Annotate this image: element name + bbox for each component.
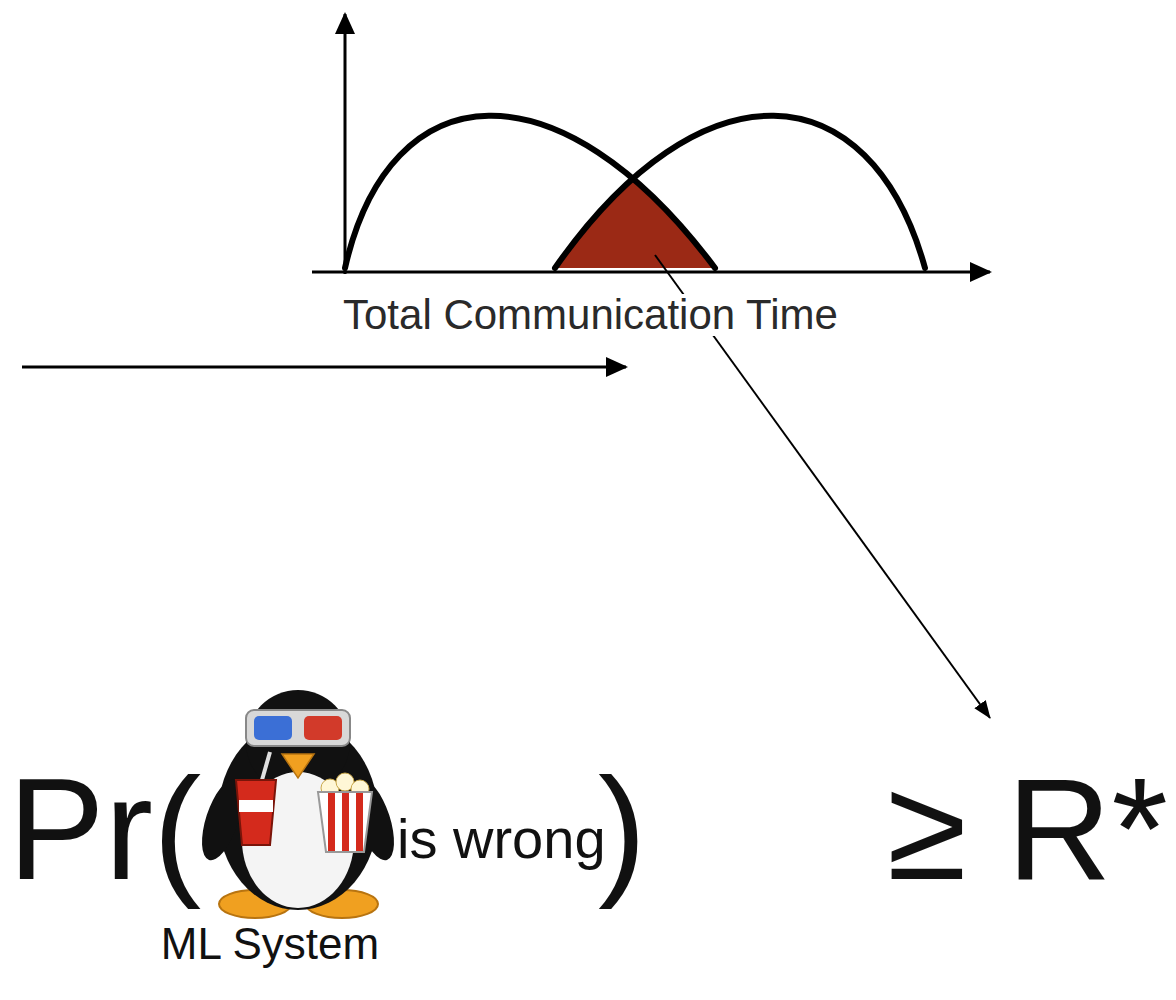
distribution-curve: [345, 116, 715, 268]
formula-text: ): [598, 757, 646, 902]
icon-caption: ML System: [161, 922, 379, 966]
penguin-icon: [194, 690, 402, 918]
y-axis: [344, 14, 347, 274]
x-axis: [312, 271, 990, 274]
axis-label: Total Communication Time: [343, 294, 838, 336]
overlap-region: [555, 116, 925, 268]
formula-text: Pr(: [8, 757, 201, 902]
time-arrow: [22, 366, 626, 369]
distribution-curve: [555, 116, 925, 268]
formula-text: ≥ R*: [887, 757, 1168, 902]
formula-text: is wrong: [397, 811, 606, 867]
